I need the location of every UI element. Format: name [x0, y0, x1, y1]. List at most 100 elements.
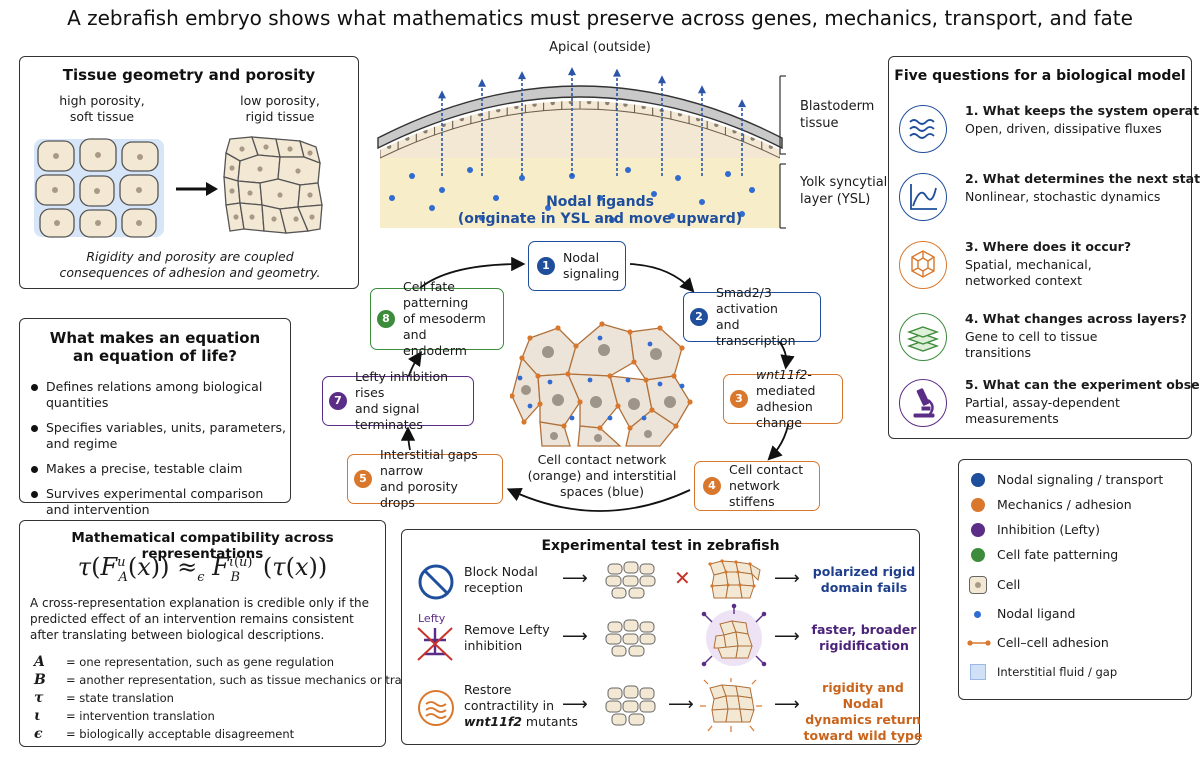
adhesion-point: [687, 399, 693, 405]
adhesion-point: [519, 355, 525, 361]
experiment-row-restore-contractility: Restore contractility in wnt11f2 mutants…: [412, 676, 922, 743]
embryo-illustration: [377, 58, 786, 229]
legend-swatch: [971, 523, 985, 537]
blastoderm-cell: [712, 101, 737, 112]
blastoderm-cell: [705, 72, 730, 94]
blastoderm-cell: [580, 58, 605, 68]
adhesion-point: [643, 377, 649, 383]
cluster-before-icon: [605, 561, 656, 599]
step-number: 7: [329, 392, 347, 410]
step-text: wnt11f2-mediated adhesion change: [756, 367, 836, 431]
experiment-row-block-nodal: Block Nodal reception ⟶ ✕ ⟶ polarized ri…: [412, 559, 915, 616]
blastoderm-cell: [555, 58, 580, 68]
ligand-arrowhead: [613, 68, 621, 77]
nodal-ligand-dot: [409, 173, 415, 179]
experiment-result: polarized rigid domain fails: [812, 564, 916, 595]
blastoderm-cell: [630, 58, 655, 74]
step-4-network-stiffens: 4 Cell contact network stiffens: [694, 461, 820, 511]
adhesion-point: [657, 325, 663, 331]
action-suffix: mutants: [521, 714, 578, 729]
blastoderm-cell: [401, 101, 425, 121]
equation-of-life-panel: What makes an equation an equation of li…: [19, 318, 291, 517]
equation-title-line1: What makes an equation: [49, 329, 261, 347]
blastoderm-label: Blastoderm tissue: [800, 99, 875, 131]
network-caption: Cell contact network (orange) and inters…: [527, 452, 677, 499]
step-number: 3: [730, 390, 748, 408]
block-icon: [418, 564, 454, 600]
blastoderm-cell: [735, 101, 759, 121]
interstitial-ligand: [647, 341, 653, 347]
arrow-right-icon: ⟶: [668, 694, 694, 715]
equation-criteria-list: Defines relations among biological quant…: [20, 379, 288, 527]
arrow-right-icon: ⟶: [774, 626, 800, 647]
nodal-ligand-dot: [389, 195, 395, 201]
experiment-action: Restore contractility in wnt11f2 mutants: [464, 682, 578, 730]
ligand-arrowhead: [698, 85, 706, 94]
legend-swatch: [971, 498, 985, 512]
experiment-action: Block Nodal reception: [464, 564, 538, 595]
question-body: Spatial, mechanical, networked context: [965, 257, 1092, 288]
cell-icon: [969, 576, 987, 594]
legend-swatch: [971, 548, 985, 562]
rigid-tissue-cells: [223, 136, 323, 234]
cluster-broad-rigid-icon: [701, 603, 767, 667]
interstitial-ligand: [547, 379, 553, 385]
ligand-arrowhead: [518, 71, 526, 80]
nodal-ligand-dot: [625, 167, 631, 173]
question-1: 1. What keeps the system operating? Open…: [899, 103, 1200, 165]
question-title: 1. What keeps the system operating?: [965, 103, 1200, 118]
nodal-ligand-dot: [439, 187, 445, 193]
experimental-test-panel: Experimental test in zebrafish Block Nod…: [401, 529, 922, 745]
blastoderm-cell: [680, 65, 705, 86]
equation-title-line2: an equation of life?: [73, 347, 237, 365]
ligand-arrowhead: [568, 67, 576, 76]
compatibility-equation: τ(FuA(x)) ≈ϵ Fι(u)B (τ(x)): [77, 553, 328, 585]
step-number: 1: [537, 257, 555, 275]
criteria-item: Survives experimental comparison and int…: [20, 486, 288, 518]
adhesion-point: [599, 321, 605, 327]
blastoderm-cell: [757, 104, 780, 131]
adhesion-point: [521, 419, 527, 425]
page-subtitle: A zebrafish embryo shows what mathematic…: [67, 6, 1133, 30]
ligand-arrows: [438, 67, 746, 176]
gene-name: wnt11f2: [464, 714, 522, 729]
adhesion-point: [673, 423, 679, 429]
math-compatibility-panel: Mathematical compatibility across repres…: [19, 520, 438, 747]
nodal-ligand-dot: [597, 195, 603, 201]
interstitial-ligand: [625, 377, 631, 383]
experiment-row-remove-lefty: Lefty Remove Lefty inhibition ⟶ ⟶ faster…: [412, 603, 916, 672]
adhesion-point: [510, 393, 515, 399]
cell-network-icon: [899, 241, 947, 289]
step-8-cell-fate: 8 Cell fate patterning of mesoderm and e…: [370, 279, 504, 358]
adhesion-point: [627, 329, 633, 335]
adhesion-point: [555, 325, 561, 331]
adhesion-point: [631, 359, 637, 365]
question-body: Gene to cell to tissue transitions: [965, 329, 1098, 360]
blastoderm-cell: [669, 77, 691, 96]
nodal-ligand-dot: [739, 211, 745, 217]
question-5: 5. What can the experiment observe? Part…: [899, 377, 1200, 439]
apical-label: Apical (outside): [549, 40, 651, 55]
adhesion-point: [527, 335, 533, 341]
blastoderm-cell: [580, 67, 602, 82]
ligand-arrowhead: [478, 78, 486, 87]
blastoderm-cell: [380, 101, 406, 117]
cluster-restored-icon: [700, 678, 762, 732]
adhesion-icon: [967, 640, 991, 646]
arrow-right-icon: ⟶: [774, 694, 800, 715]
cycle-arrows: [400, 256, 795, 512]
adhesion-point: [565, 371, 571, 377]
adhesion-point: [615, 403, 621, 409]
experiment-action: Remove Lefty inhibition: [464, 622, 550, 653]
nodal-origin-label: (originate in YSL and move upward): [457, 211, 743, 227]
step-text-rest: -mediated adhesion change: [756, 367, 816, 430]
experiment-title: Experimental test in zebrafish: [541, 538, 780, 554]
nodal-ligand-dot: [467, 167, 473, 173]
cluster-before-icon: [605, 619, 656, 657]
blastoderm-cell: [491, 72, 513, 90]
experiment-result: rigidity and Nodal dynamics return towar…: [803, 680, 923, 743]
high-porosity-label: high porosity, soft tissue: [59, 93, 145, 124]
step-5-porosity-drops: 5 Interstitial gaps narrow and porosity …: [347, 447, 503, 510]
contractility-icon: [418, 690, 454, 726]
nodal-ligand-dot: [675, 175, 681, 181]
